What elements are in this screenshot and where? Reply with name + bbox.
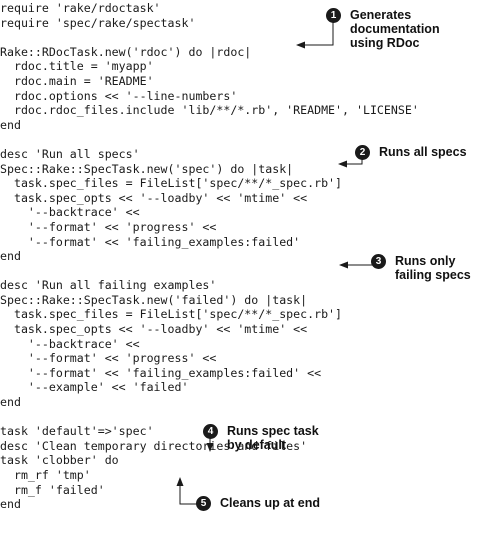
code-line: end — [0, 395, 21, 410]
code-line: task 'default'=>'spec' — [0, 424, 154, 439]
callout-text-2: Runs all specs — [379, 145, 467, 159]
arrowhead-3 — [339, 261, 348, 269]
callout-number-2: 2 — [355, 145, 370, 160]
code-line: task.spec_files = FileList['spec/**/*_sp… — [0, 307, 343, 322]
code-line: rdoc.options << '--line-numbers' — [0, 88, 238, 103]
code-line: Spec::Rake::SpecTask.new('failed') do |t… — [0, 292, 308, 307]
code-line: end — [0, 497, 21, 512]
code-line: '--format' << 'progress' << — [0, 351, 217, 366]
callout-number-1: 1 — [326, 8, 341, 23]
code-line: require 'rake/rdoctask' — [0, 1, 161, 15]
arrowhead-4 — [206, 443, 214, 452]
code-line: Rake::RDocTask.new('rdoc') do |rdoc| — [0, 44, 252, 59]
code-line: '--format' << 'progress' << — [0, 219, 217, 234]
callout-text-3: Runs only failing specs — [395, 254, 471, 282]
code-line: end — [0, 249, 21, 264]
callout-2: 2 Runs all specs — [355, 145, 467, 160]
callout-text-5: Cleans up at end — [220, 496, 321, 510]
code-line: '--format' << 'failing_examples:failed' … — [0, 365, 322, 380]
code-line: task.spec_opts << '--loadby' << 'mtime' … — [0, 190, 308, 205]
callout-number-5: 5 — [196, 496, 211, 511]
arrowhead-2 — [338, 160, 347, 168]
arrowhead-5 — [176, 477, 184, 486]
callout-5: 5 Cleans up at end — [196, 496, 320, 511]
code-line: '--backtrace' << — [0, 336, 140, 351]
code-line: end — [0, 117, 21, 132]
callout-text-4: Runs spec task by default — [227, 424, 319, 452]
code-line: desc 'Clean temporary directories and fi… — [0, 438, 308, 453]
code-line: '--example' << 'failed' — [0, 380, 189, 395]
code-line: task.spec_opts << '--loadby' << 'mtime' … — [0, 322, 308, 337]
code-line: desc 'Run all failing examples' — [0, 278, 217, 293]
code-line: Spec::Rake::SpecTask.new('spec') do |tas… — [0, 161, 294, 176]
code-line: rm_rf 'tmp' — [0, 468, 91, 482]
code-line: task.spec_files = FileList['spec/**/*_sp… — [0, 176, 343, 191]
callout-number-4: 4 — [203, 424, 218, 439]
code-line: rdoc.rdoc_files.include 'lib/**/*.rb', '… — [0, 103, 419, 118]
callout-3: 3 Runs only failing specs — [371, 254, 471, 282]
callout-4: 4 Runs spec task by default — [203, 424, 319, 452]
code-line: require 'spec/rake/spectask' — [0, 15, 196, 30]
code-line: '--backtrace' << — [0, 205, 140, 220]
arrowhead-1 — [296, 41, 305, 49]
code-line: '--format' << 'failing_examples:failed' — [0, 234, 301, 249]
code-line: rdoc.title = 'myapp' — [0, 59, 154, 74]
code-listing: require 'rake/rdoctask'require 'spec/rak… — [0, 1, 419, 512]
code-line: rm_f 'failed' — [0, 482, 105, 497]
callout-text-1: Generates documentation using RDoc — [350, 8, 440, 50]
arrow-1 — [305, 16, 334, 46]
code-line: desc 'Run all specs' — [0, 146, 140, 161]
code-line: task 'clobber' do — [0, 453, 119, 468]
callout-1: 1 Generates documentation using RDoc — [326, 8, 440, 50]
callout-number-3: 3 — [371, 254, 386, 269]
code-line: rdoc.main = 'README' — [0, 73, 154, 88]
